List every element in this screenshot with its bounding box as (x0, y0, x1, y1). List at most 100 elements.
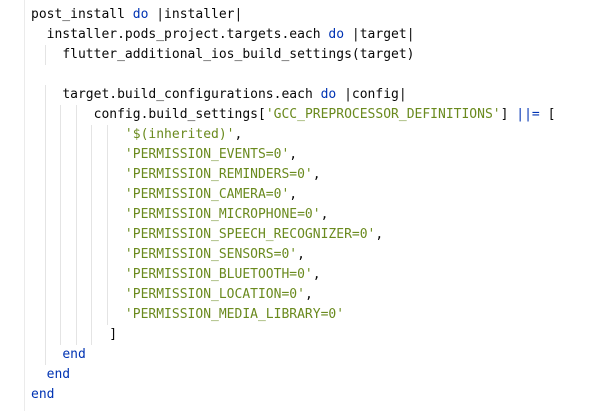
keyword-token: end (46, 367, 71, 382)
indent-guide (91, 225, 93, 245)
string-token: 'GCC_PREPROCESSOR_DEFINITIONS' (265, 107, 501, 122)
indent-guide (75, 285, 77, 305)
code-line: flutter_additional_ios_build_settings(ta… (31, 45, 555, 65)
code-token: , (320, 207, 329, 222)
indent-guide (107, 245, 108, 265)
code-token: , (304, 287, 313, 302)
code-line: 'PERMISSION_EVENTS=0', (31, 145, 555, 165)
indent-guide (75, 225, 77, 245)
indent-guide (60, 205, 62, 225)
indent-guide (91, 245, 93, 265)
code-line: '$(inherited)', (31, 125, 555, 145)
code-token: installer.pods_project.targets.each (46, 27, 329, 42)
string-token: 'PERMISSION_CAMERA=0' (124, 187, 290, 202)
indent-guide (91, 165, 93, 185)
indent-guide (60, 165, 62, 185)
code-line (31, 65, 555, 85)
indent-guide (44, 85, 46, 105)
indent-guide (75, 145, 77, 165)
indent-guide (91, 185, 93, 205)
indent-guide (91, 305, 93, 325)
gutter-divider (24, 0, 25, 411)
indent-guide (91, 285, 93, 305)
indent-guide (60, 125, 62, 145)
string-token: 'PERMISSION_MICROPHONE=0' (124, 207, 321, 222)
code-line: post_install do |installer| (31, 5, 555, 25)
code-line: end (31, 345, 555, 365)
indent-guide (91, 265, 93, 285)
code-token: , (289, 147, 298, 162)
code-line: 'PERMISSION_SPEECH_RECOGNIZER=0', (31, 225, 555, 245)
code-line: config.build_settings['GCC_PREPROCESSOR_… (31, 105, 555, 125)
indent-guide (60, 185, 62, 205)
indent-guide (75, 105, 77, 125)
indent-guide (91, 325, 93, 345)
operator-token: ||= (516, 107, 540, 122)
code-token: , (312, 167, 321, 182)
indent (31, 27, 47, 42)
code-line: 'PERMISSION_MICROPHONE=0', (31, 205, 555, 225)
indent-guide (60, 305, 62, 325)
indent-guide (60, 285, 62, 305)
indent-guide (60, 225, 62, 245)
code-token: ] (109, 327, 118, 342)
indent-guide (107, 165, 108, 185)
indent (31, 87, 62, 102)
indent-guide (75, 245, 77, 265)
indent-guide (107, 205, 108, 225)
indent-guide (107, 305, 108, 325)
indent-guide (44, 105, 46, 125)
code-token: post_install (31, 7, 133, 22)
indent-guide (91, 145, 93, 165)
string-token: 'PERMISSION_SPEECH_RECOGNIZER=0' (124, 227, 376, 242)
code-token: ] (500, 107, 517, 122)
keyword-token: end (31, 387, 55, 402)
code-line: 'PERMISSION_MEDIA_LIBRARY=0' (31, 305, 555, 325)
keyword-token: end (62, 347, 86, 362)
indent-guide (75, 185, 77, 205)
code-line: 'PERMISSION_SENSORS=0', (31, 245, 555, 265)
string-token: '$(inherited)' (124, 127, 235, 142)
indent-guide (44, 145, 46, 165)
code-token: , (312, 267, 321, 282)
indent-guide (60, 145, 62, 165)
indent (31, 327, 109, 342)
code-token: target.build_configurations.each (62, 87, 321, 102)
indent (31, 107, 94, 122)
indent-guide (60, 265, 62, 285)
string-token: 'PERMISSION_BLUETOOTH=0' (124, 267, 313, 282)
code-line: 'PERMISSION_CAMERA=0', (31, 185, 555, 205)
code-line: 'PERMISSION_REMINDERS=0', (31, 165, 555, 185)
indent-guide (60, 105, 62, 125)
indent-guide (44, 205, 46, 225)
code-area[interactable]: post_install do |installer| installer.po… (31, 5, 555, 405)
indent (31, 347, 62, 362)
string-token: 'PERMISSION_REMINDERS=0' (124, 167, 313, 182)
indent (31, 47, 62, 62)
indent-guide (60, 245, 62, 265)
indent-guide (107, 145, 108, 165)
code-line: 'PERMISSION_LOCATION=0', (31, 285, 555, 305)
indent-guide (107, 125, 108, 145)
indent-guide (107, 265, 108, 285)
code-token: |config| (336, 87, 407, 102)
code-line: end (31, 365, 555, 385)
indent-guide (60, 325, 62, 345)
indent-guide (75, 125, 77, 145)
indent-guide (107, 185, 108, 205)
indent-guide (75, 165, 77, 185)
code-token: flutter_additional_ios_build_settings(ta… (62, 47, 415, 62)
indent-guide (44, 345, 46, 365)
code-token: , (289, 187, 298, 202)
keyword-token: do (132, 7, 149, 22)
string-token: 'PERMISSION_EVENTS=0' (124, 147, 290, 162)
indent-guide (44, 305, 46, 325)
code-token: |installer| (148, 7, 243, 22)
indent-guide (44, 45, 46, 65)
code-line: target.build_configurations.each do |con… (31, 85, 555, 105)
keyword-token: do (320, 87, 337, 102)
code-token: [ (539, 107, 556, 122)
code-line: installer.pods_project.targets.each do |… (31, 25, 555, 45)
code-token: , (375, 227, 384, 242)
